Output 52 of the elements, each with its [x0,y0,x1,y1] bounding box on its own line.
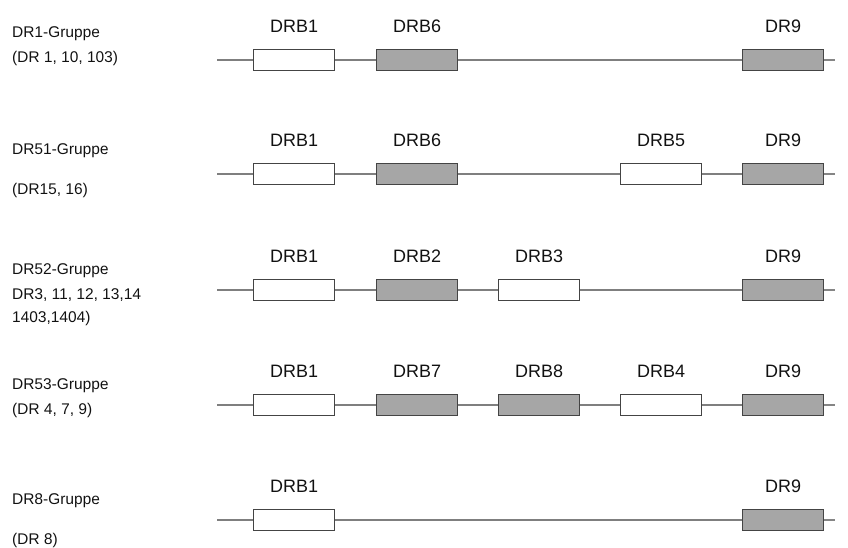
gene-name: DR9 [765,475,801,497]
chromosome-line [824,173,835,175]
gene-name: DRB4 [637,360,685,382]
chromosome-line [458,59,742,61]
chromosome-line [335,173,376,175]
group-label: DR8-Gruppe [12,490,100,510]
group-label: (DR 1, 10, 103) [12,48,118,68]
gene-name: DR9 [765,245,801,267]
gene-name: DRB1 [270,129,318,151]
group-label: (DR15, 16) [12,180,88,200]
chromosome-line [702,173,742,175]
gene-name: DR9 [765,129,801,151]
chromosome-line [458,404,498,406]
gene-name: DR9 [765,15,801,37]
gene-name: DRB1 [270,245,318,267]
group-label: DR52-Gruppe [12,260,108,280]
gene-name: DRB2 [393,245,441,267]
gene-name: DRB1 [270,15,318,37]
gene-name: DR9 [765,360,801,382]
chromosome-line [335,519,742,521]
gene-name: DRB8 [515,360,563,382]
gene-name: DRB3 [515,245,563,267]
chromosome-line [824,519,835,521]
gene-name: DRB1 [270,360,318,382]
chromosome-line [702,404,742,406]
chromosome-line [217,59,253,61]
chromosome-line [824,404,835,406]
chromosome-line [335,59,376,61]
group-label: 1403,1404) [12,308,90,328]
group-label: (DR 8) [12,530,58,548]
chromosome-line [458,289,498,291]
chromosome-line [824,59,835,61]
chromosome-line [217,289,253,291]
chromosome-line [217,519,253,521]
gene-name: DRB6 [393,129,441,151]
chromosome-line [335,289,376,291]
chromosome-line [458,173,620,175]
chromosome-line [335,404,376,406]
group-label: DR53-Gruppe [12,375,108,395]
group-label: DR1-Gruppe [12,23,100,43]
gene-name: DRB6 [393,15,441,37]
group-label: DR3, 11, 12, 13,14 [12,285,141,305]
group-label: (DR 4, 7, 9) [12,400,92,420]
gene-name: DRB5 [637,129,685,151]
chromosome-line [580,289,742,291]
group-label: DR51-Gruppe [12,140,108,160]
chromosome-line [217,404,253,406]
chromosome-line [824,289,835,291]
gene-name: DRB7 [393,360,441,382]
gene-name: DRB1 [270,475,318,497]
chromosome-line [217,173,253,175]
chromosome-line [580,404,620,406]
